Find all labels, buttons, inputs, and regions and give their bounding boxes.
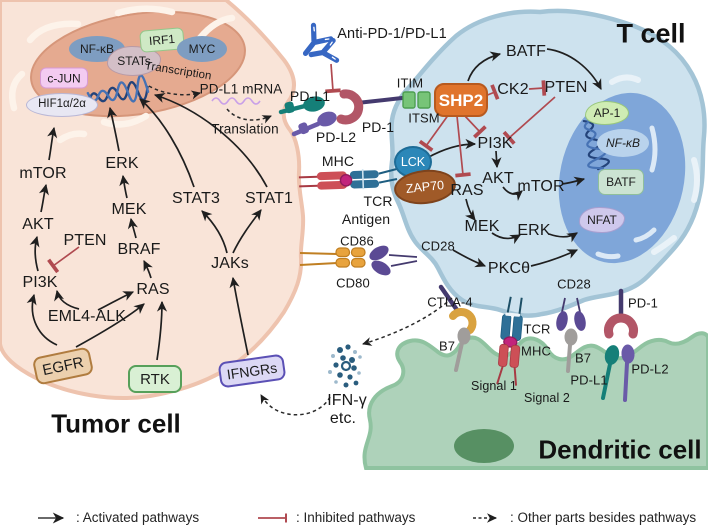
mrna-wave bbox=[211, 97, 261, 105]
inhibited-line-icon bbox=[258, 513, 287, 522]
cd86-label: CD86 bbox=[340, 233, 374, 249]
pten-t-label: PTEN bbox=[544, 79, 588, 96]
chip-nfat: NFAT bbox=[579, 207, 625, 233]
cd28-top-label: CD28 bbox=[421, 238, 455, 254]
dashed-arrows bbox=[148, 85, 453, 416]
mtor-tumor-label: mTOR bbox=[19, 165, 67, 182]
anti-pd-label: Anti-PD-1/PD-L1 bbox=[337, 25, 447, 42]
akt-tumor-label: AKT bbox=[22, 216, 54, 233]
dendritic-nucleus bbox=[454, 429, 514, 463]
t-cell-body bbox=[389, 8, 707, 318]
dendritic-cell-title: Dendritic cell bbox=[538, 434, 702, 465]
etc-label: etc. bbox=[329, 410, 357, 427]
tcr-bottom-label: TCR bbox=[523, 321, 551, 337]
activated-arrow-icon bbox=[38, 512, 65, 523]
b7-left-label: B7 bbox=[438, 338, 456, 354]
akt-t-label: AKT bbox=[482, 170, 514, 187]
b7-right-label: B7 bbox=[574, 350, 592, 366]
batf-t-label: BATF bbox=[505, 43, 547, 60]
legend-other: : Other parts besides pathways bbox=[472, 510, 696, 525]
stat1-label: STAT1 bbox=[245, 190, 293, 207]
signal1-tcr-mhc bbox=[496, 296, 523, 386]
signal2-label: Signal 2 bbox=[524, 390, 570, 405]
legend-activated: : Activated pathways bbox=[36, 510, 199, 525]
mhc-mid-label: MHC bbox=[321, 153, 355, 169]
signal2-cd28-b7 bbox=[556, 297, 586, 373]
ras-tumor-label: RAS bbox=[136, 281, 170, 298]
pd1-mid-label: PD-1 bbox=[361, 119, 395, 135]
pdl1-mid-label: PD-L1 bbox=[289, 88, 331, 104]
mhc-bottom-label: MHC bbox=[521, 343, 551, 359]
ras-t-label: RAS bbox=[450, 182, 484, 199]
signal1-label: Signal 1 bbox=[471, 378, 517, 393]
tumor-er-squiggles bbox=[9, 5, 236, 144]
antibody-icons bbox=[302, 22, 340, 63]
pdl1-bottom-label: PD-L1 bbox=[570, 372, 608, 388]
legend-inhibited-text: : Inhibited pathways bbox=[296, 510, 416, 525]
pdl1-mrna-label: PD-L1 mRNA bbox=[199, 81, 283, 97]
inhibited-lines bbox=[47, 63, 556, 274]
pdl2-mid-label: PD-L2 bbox=[315, 129, 357, 145]
mtor-t-label: mTOR bbox=[517, 178, 565, 195]
itsm-label: ITSM bbox=[408, 110, 440, 126]
mek-tumor-label: MEK bbox=[111, 201, 147, 218]
itim-label: ITIM bbox=[396, 75, 424, 91]
chip-shp2: SHP2 bbox=[434, 83, 488, 117]
tcr-mid-label: TCR bbox=[363, 193, 393, 209]
pten-tumor-label: PTEN bbox=[63, 232, 107, 249]
t-cell-er-squiggles bbox=[609, 74, 700, 255]
legend-other-text: : Other parts besides pathways bbox=[510, 510, 697, 525]
mhc-tcr-complex bbox=[298, 168, 398, 190]
erk-t-label: ERK bbox=[517, 222, 551, 239]
pdl1-receptor-tumor bbox=[278, 96, 325, 115]
legend-activated-text: : Activated pathways bbox=[76, 510, 200, 525]
chip-rtk: RTK bbox=[128, 365, 182, 393]
erk-tumor-label: ERK bbox=[105, 155, 139, 172]
dendritic-cell-body bbox=[362, 331, 708, 470]
tumor-dna bbox=[86, 74, 150, 104]
dashed-arrow-icon bbox=[473, 512, 498, 523]
pkc-theta-label: PKCθ bbox=[487, 260, 531, 277]
ctla4-b7-complex bbox=[438, 284, 477, 372]
mek-t-label: MEK bbox=[464, 218, 500, 235]
chip-hif: HIF1α/2α bbox=[26, 93, 98, 117]
cd80-label: CD80 bbox=[336, 275, 370, 291]
pi3k-tumor-label: PI3K bbox=[22, 274, 58, 291]
activated-arrows bbox=[26, 48, 602, 361]
ck2-label: CK2 bbox=[497, 81, 529, 98]
ctla4-label: CTLA-4 bbox=[427, 294, 473, 310]
jaks-label: JAKs bbox=[211, 255, 249, 272]
t-cell-title: T cell bbox=[616, 18, 686, 49]
pd1-receptor bbox=[336, 89, 404, 125]
pd1-pdl1-pdl2-bottom bbox=[601, 288, 638, 402]
legend-inhibited: : Inhibited pathways bbox=[256, 510, 415, 525]
pdl2-bottom-label: PD-L2 bbox=[631, 361, 669, 377]
itim-itsm-motifs bbox=[402, 91, 431, 109]
chip-batf-nucleus: BATF bbox=[598, 169, 644, 195]
eml4-alk-label: EML4-ALK bbox=[47, 308, 127, 325]
stat3-label: STAT3 bbox=[172, 190, 220, 207]
tumor-cell-title: Tumor cell bbox=[51, 408, 181, 439]
chip-cjun: c-JUN bbox=[40, 67, 88, 89]
pi3k-t-label: PI3K bbox=[477, 135, 513, 152]
ifn-gamma-particles bbox=[328, 344, 362, 388]
chip-myc: MYC bbox=[177, 36, 227, 62]
pdl2-receptor-tumor bbox=[291, 111, 337, 137]
antigen-label: Antigen bbox=[341, 211, 391, 227]
t-nucleus-marks bbox=[595, 125, 658, 260]
pd1-bottom-label: PD-1 bbox=[627, 295, 659, 311]
braf-label: BRAF bbox=[117, 241, 161, 258]
cd28-bottom-label: CD28 bbox=[557, 276, 591, 292]
translation-label: Translation bbox=[211, 121, 279, 137]
cd86-cd80-cd28-complex bbox=[299, 245, 418, 276]
chip-nfkb-t: NF-κB bbox=[597, 129, 649, 157]
chip-ap1: AP-1 bbox=[585, 101, 629, 125]
ifn-gamma-label: IFN-γ bbox=[327, 392, 367, 409]
